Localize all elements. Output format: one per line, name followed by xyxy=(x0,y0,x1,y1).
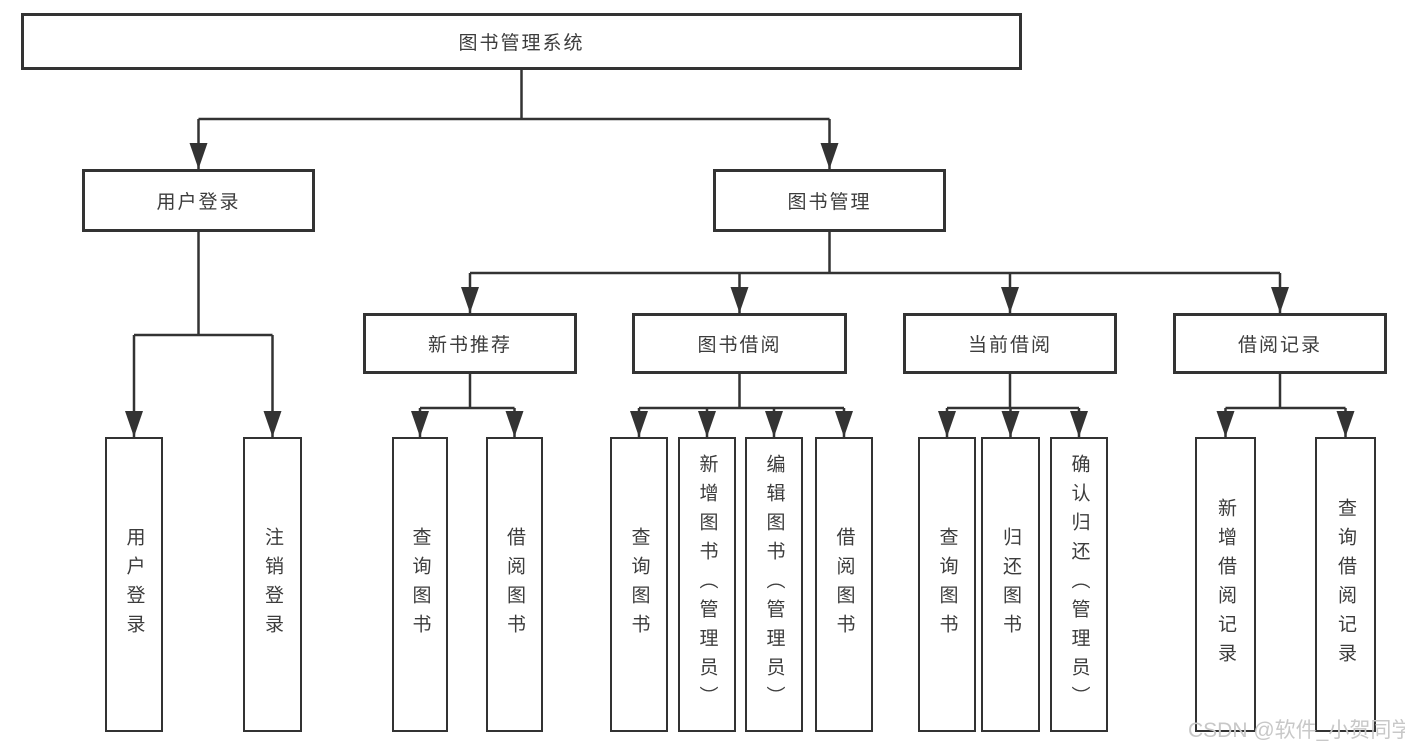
node-user-login: 用户登录 xyxy=(82,169,315,232)
leaf-add-book-admin: 新增图书（管理员） xyxy=(678,437,736,732)
arrowheads-currentborrow-leaves xyxy=(938,411,1088,437)
leaf-borrow-books: 借阅图书 xyxy=(815,437,873,732)
node-book-management: 图书管理 xyxy=(713,169,946,232)
leaf-add-borrow-record: 新增借阅记录 xyxy=(1195,437,1256,732)
leaf-query-books-current-label: 查询图书 xyxy=(936,526,958,643)
arrowheads-level2 xyxy=(189,143,839,169)
leaf-query-borrow-record: 查询借阅记录 xyxy=(1315,437,1376,732)
node-user-login-label: 用户登录 xyxy=(156,192,241,213)
connector-currentborrow-to-leaves xyxy=(945,374,1081,437)
connector-root-to-level2 xyxy=(197,69,831,169)
leaf-query-borrow-record-label: 查询借阅记录 xyxy=(1335,497,1356,672)
node-book-management-label: 图书管理 xyxy=(787,192,872,213)
leaf-logout-label: 注销登录 xyxy=(262,526,283,643)
leaf-edit-book-admin: 编辑图书（管理员） xyxy=(745,437,803,732)
leaf-add-borrow-record-label: 新增借阅记录 xyxy=(1215,497,1236,672)
connector-bookmgmt-to-level3 xyxy=(468,232,1282,313)
arrowheads-level3 xyxy=(461,287,1289,313)
leaf-query-books-current: 查询图书 xyxy=(918,437,976,732)
arrowheads-records-leaves xyxy=(1216,411,1355,437)
leaf-logout: 注销登录 xyxy=(243,437,302,732)
leaf-query-books-borrow-label: 查询图书 xyxy=(628,526,650,643)
node-new-book-recommend: 新书推荐 xyxy=(363,313,577,374)
leaf-user-login-label: 用户登录 xyxy=(123,526,145,643)
node-new-book-recommend-label: 新书推荐 xyxy=(427,335,512,356)
connector-bookborrow-to-leaves xyxy=(637,374,846,437)
arrowheads-userlogin-leaves xyxy=(125,411,282,437)
node-root-system-label: 图书管理系统 xyxy=(458,33,585,54)
leaf-confirm-return-admin-label: 确认归还（管理员） xyxy=(1068,454,1090,715)
leaf-return-book-label: 归还图书 xyxy=(1000,526,1021,643)
leaf-borrow-books-recommend: 借阅图书 xyxy=(486,437,543,732)
leaf-query-books-recommend-label: 查询图书 xyxy=(409,526,431,643)
leaf-add-book-admin-label: 新增图书（管理员） xyxy=(696,454,718,715)
arrowheads-bookborrow-leaves xyxy=(630,411,853,437)
node-borrow-records: 借阅记录 xyxy=(1173,313,1387,374)
leaf-query-books-recommend: 查询图书 xyxy=(392,437,448,732)
node-borrow-records-label: 借阅记录 xyxy=(1237,335,1322,356)
connector-records-to-leaves xyxy=(1224,374,1347,437)
connector-newbook-to-leaves xyxy=(418,374,516,437)
node-book-borrowing-label: 图书借阅 xyxy=(697,335,782,356)
node-current-borrowing: 当前借阅 xyxy=(903,313,1117,374)
leaf-borrow-books-label: 借阅图书 xyxy=(833,526,855,643)
leaf-return-book: 归还图书 xyxy=(981,437,1040,732)
leaf-edit-book-admin-label: 编辑图书（管理员） xyxy=(763,454,785,715)
leaf-confirm-return-admin: 确认归还（管理员） xyxy=(1050,437,1108,732)
node-current-borrowing-label: 当前借阅 xyxy=(967,335,1052,356)
leaf-query-books-borrow: 查询图书 xyxy=(610,437,668,732)
leaf-borrow-books-recommend-label: 借阅图书 xyxy=(504,526,525,643)
leaf-user-login: 用户登录 xyxy=(105,437,163,732)
node-root-system: 图书管理系统 xyxy=(21,13,1022,70)
csdn-watermark: CSDN @软件_小贺同学 xyxy=(1188,719,1405,742)
connector-userlogin-to-leaves xyxy=(132,232,274,437)
arrowheads-newbook-leaves xyxy=(411,411,524,437)
node-book-borrowing: 图书借阅 xyxy=(632,313,847,374)
